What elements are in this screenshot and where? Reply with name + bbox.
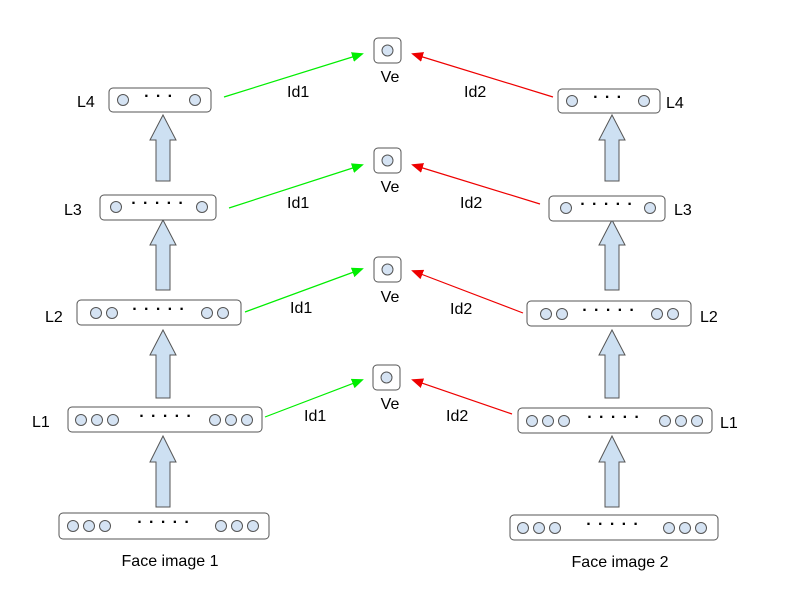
center-node-label-2: Ve	[381, 289, 400, 306]
id1-edge-l4	[223, 52, 364, 98]
id2-label-l3: Id2	[460, 195, 482, 212]
id1-label-l4: Id1	[287, 84, 309, 101]
right-layer-l3: · · · · ·	[548, 195, 666, 222]
up-arrow-l-input-l1	[149, 434, 177, 508]
id1-arrows	[223, 52, 364, 418]
left-layer-l2: · · · · ·	[76, 299, 242, 326]
id2-edge-l2	[411, 269, 524, 314]
center-node-label-4: Ve	[381, 69, 400, 86]
left-layer-label-l3: L3	[64, 202, 82, 219]
right-layer-l4: · · ·	[557, 88, 661, 114]
id1-edge-l2	[244, 267, 364, 313]
right-layer-l1: · · · · ·	[517, 407, 713, 434]
center-node-1	[372, 364, 401, 391]
id2-edge-l4	[411, 52, 554, 98]
id1-edge-l3	[228, 163, 364, 209]
id1-edge-l1	[264, 378, 364, 418]
up-arrow-l-l2-l3	[149, 218, 177, 291]
ellipsis: · · · · ·	[580, 196, 633, 213]
center-node-4	[373, 37, 402, 64]
left-up-arrows	[149, 113, 177, 508]
right-layer-label-l3: L3	[674, 202, 692, 219]
id2-arrows	[411, 52, 554, 415]
id2-edge-l3	[411, 163, 541, 205]
right-layer-label-l1: L1	[720, 415, 738, 432]
ellipsis: · · · · ·	[586, 516, 639, 533]
left-input-caption: Face image 1	[122, 553, 219, 570]
center-node-3	[373, 147, 402, 174]
left-layer-l1: · · · · ·	[67, 406, 263, 433]
ellipsis: · · · · ·	[131, 195, 184, 212]
up-arrow-r-input-l1	[598, 434, 626, 508]
center-node-label-3: Ve	[381, 179, 400, 196]
left-layer-l4: · · ·	[108, 87, 212, 113]
ellipsis: · · · · ·	[132, 301, 185, 318]
left-input-layer: · · · · ·	[58, 512, 270, 540]
right-input-layer: · · · · ·	[509, 514, 719, 541]
ellipsis: · · · · ·	[137, 514, 190, 531]
id2-label-l4: Id2	[464, 84, 486, 101]
ellipsis: · · · · ·	[582, 302, 635, 319]
right-layer-l2: · · · · ·	[526, 300, 692, 327]
ellipsis: · · · · ·	[587, 409, 640, 426]
id1-label-l2: Id1	[290, 300, 312, 317]
ellipsis: · · ·	[593, 89, 623, 106]
id2-label-l2: Id2	[450, 301, 472, 318]
center-node-label-1: Ve	[381, 396, 400, 413]
up-arrow-r-l3-l4	[598, 113, 626, 182]
up-arrow-r-l2-l3	[598, 218, 626, 291]
left-layer-label-l2: L2	[45, 309, 63, 326]
id2-label-l1: Id2	[446, 408, 468, 425]
right-layer-label-l4: L4	[666, 95, 684, 112]
right-input-caption: Face image 2	[572, 554, 669, 571]
id2-edge-l1	[411, 378, 513, 415]
ellipsis: · · ·	[144, 88, 174, 105]
id1-label-l1: Id1	[304, 408, 326, 425]
center-node-2	[373, 256, 402, 283]
left-layer-label-l1: L1	[32, 414, 50, 431]
up-arrow-r-l1-l2	[598, 328, 626, 399]
ellipsis: · · · · ·	[139, 408, 192, 425]
up-arrow-l-l3-l4	[149, 113, 177, 182]
id1-label-l3: Id1	[287, 195, 309, 212]
right-layer-label-l2: L2	[700, 309, 718, 326]
left-layer-l3: · · · · ·	[99, 194, 217, 221]
up-arrow-l-l1-l2	[149, 328, 177, 399]
left-layer-label-l4: L4	[77, 94, 95, 111]
right-up-arrows	[598, 113, 626, 508]
